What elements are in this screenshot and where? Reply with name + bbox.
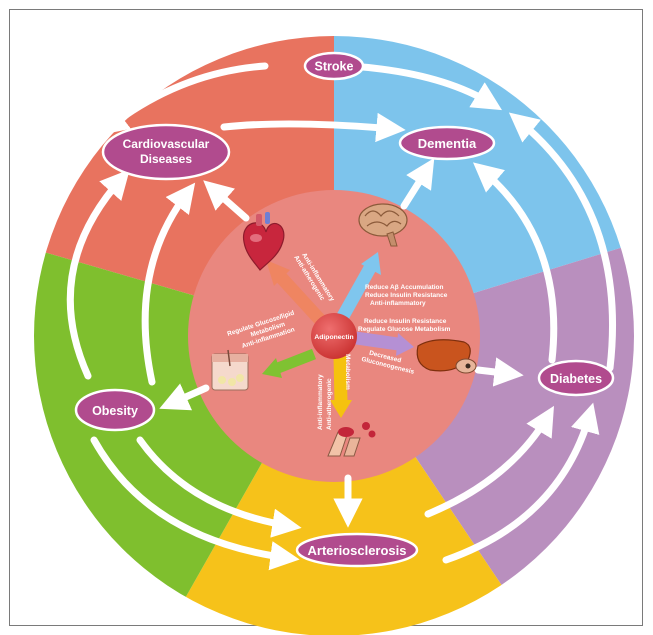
heart-to-cardio-arrow bbox=[203, 180, 250, 222]
skin-fat-icon bbox=[211, 349, 249, 391]
arteriosclerosis-label: Arteriosclerosis bbox=[308, 543, 407, 558]
diabetes-label: Diabetes bbox=[550, 372, 602, 386]
spoke-artery bbox=[333, 355, 348, 403]
brain-to-dementia-arrow bbox=[400, 158, 435, 210]
liver-to-diabetes-arrow bbox=[474, 357, 524, 387]
spoke-dementia bbox=[336, 264, 376, 322]
artery-effect-1: Anti-inflammatory bbox=[317, 374, 324, 430]
liver-icon bbox=[416, 339, 477, 374]
node-obesity: Obesity bbox=[74, 388, 156, 432]
cardio-label-line2: Diseases bbox=[140, 152, 192, 166]
stroke-to-cardio-arrow bbox=[98, 62, 269, 136]
diabetes-to-dementia-outer-arrow bbox=[508, 112, 616, 372]
diabetes-effect-2: Regulate Glucose Metabolism bbox=[358, 326, 451, 333]
spoke-dementia-head bbox=[361, 252, 381, 275]
dementia-effect-1: Reduce Aβ Accumulation bbox=[365, 284, 444, 291]
adiponectin-label: Adiponectin bbox=[314, 334, 353, 341]
node-arteriosclerosis: Arteriosclerosis bbox=[295, 532, 419, 568]
artery-icon bbox=[327, 422, 376, 457]
obesity-to-cardio-inner-arrow bbox=[141, 182, 196, 386]
artery-effect-2: Anti-atherogenic bbox=[326, 378, 333, 430]
obesity-to-cardio-outer-arrow bbox=[66, 169, 130, 380]
node-dementia: Dementia bbox=[398, 125, 496, 161]
effect-labels: Anti-atherogenic Anti-inflammatory Reduc… bbox=[226, 252, 451, 430]
cardio-label-line1: Cardiovascular bbox=[123, 137, 210, 151]
cardio-to-dementia-arrow bbox=[220, 112, 406, 143]
dementia-label: Dementia bbox=[418, 136, 477, 151]
dementia-effect-2: Reduce Insulin Resistance bbox=[365, 292, 448, 299]
spoke-arrows bbox=[262, 252, 414, 418]
node-diabetes: Diabetes bbox=[537, 359, 615, 397]
spoke-diabetes-head bbox=[396, 333, 414, 356]
adiponectin-node bbox=[311, 313, 357, 359]
node-cardiovascular-diseases: Cardiovascular Diseases bbox=[101, 123, 231, 181]
stroke-to-dementia-arrow bbox=[346, 62, 503, 111]
spoke-diabetes bbox=[355, 331, 399, 351]
diabetes-effect-1: Reduce Insulin Resistance bbox=[364, 318, 447, 325]
spoke-obesity-head bbox=[262, 358, 282, 378]
node-stroke: Stroke bbox=[303, 51, 365, 81]
spoke-artery-head bbox=[330, 400, 352, 418]
heart-icon bbox=[243, 212, 285, 271]
artery-to-diabetes-outer-arrow bbox=[442, 402, 600, 564]
spoke-cardio bbox=[273, 269, 327, 327]
artery-to-diabetes-inner-arrow bbox=[424, 405, 555, 518]
spoke-cardio-head bbox=[266, 260, 290, 286]
dementia-effect-3: Anti-inflammatory bbox=[370, 300, 426, 307]
obesity-label: Obesity bbox=[92, 404, 138, 418]
brain-icon bbox=[358, 203, 408, 247]
skin-to-obesity-arrow bbox=[159, 383, 210, 411]
obesity-to-artery-inner-arrow bbox=[136, 436, 302, 538]
obesity-to-artery-outer-arrow bbox=[90, 436, 300, 571]
orbit-arrows bbox=[66, 62, 616, 571]
stroke-label: Stroke bbox=[315, 60, 354, 74]
diabetes-to-dementia-inner-arrow bbox=[473, 162, 558, 364]
artery-effect-3: Metabolism bbox=[344, 354, 351, 390]
outlet-arrows bbox=[159, 158, 524, 528]
spoke-obesity bbox=[276, 348, 316, 374]
